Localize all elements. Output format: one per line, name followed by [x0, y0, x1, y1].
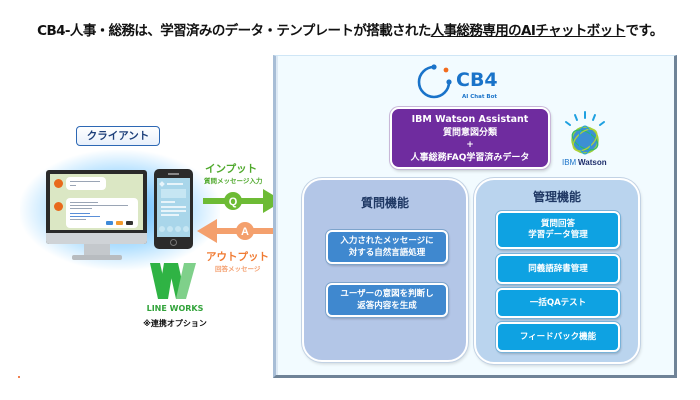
- question-feature-nlp: 入力されたメッセージに 対する自然言語処理: [326, 230, 448, 264]
- management-features-title: 管理機能: [532, 190, 581, 204]
- output-arrow-icon: A: [197, 219, 283, 243]
- question-features-panel: 質問機能: [302, 178, 468, 362]
- management-feature-bulk-qa-test: 一括QAテスト: [496, 288, 620, 318]
- headline-emphasis: 人事総務専用のAIチャットボット: [430, 23, 626, 39]
- watson-assistant-box: IBM Watson Assistant 質問意図分類 + 人事総務FAQ学習済…: [390, 107, 550, 169]
- bot-avatar-icon: [54, 179, 63, 188]
- ibm-watson-logo-icon: IBM Watson: [562, 111, 607, 167]
- management-feature-qa-data: 質問回答 学習データ管理: [496, 211, 620, 249]
- monitor-base: [72, 255, 122, 260]
- watson-box-line: 質問意図分類: [442, 127, 497, 138]
- headline-suffix: です。: [625, 23, 663, 39]
- output-sublabel: 回答メッセージ: [215, 265, 261, 273]
- line-works-name: LINE WORKS: [146, 304, 204, 313]
- input-arrow-icon: Q: [203, 189, 283, 213]
- line-works-note: ※連携オプション: [143, 319, 207, 328]
- input-sublabel: 質問メッセージ入力: [204, 177, 263, 185]
- input-badge: Q: [229, 196, 238, 208]
- client-label: クライアント: [76, 126, 160, 146]
- watson-logo-ibm: IBM: [562, 158, 577, 167]
- watson-box-plus: +: [466, 140, 474, 150]
- chat-screen: [50, 174, 143, 230]
- management-feature-feedback: フィードバック機能: [496, 322, 620, 352]
- flow-arrows: Q A: [197, 189, 283, 243]
- smartphone-icon: [154, 169, 193, 249]
- desktop-monitor-icon: [46, 170, 147, 244]
- question-feature-intent: ユーザーの意図を判断し 返答内容を生成: [326, 283, 448, 317]
- management-feature-synonyms: 同義語辞書管理: [496, 254, 620, 284]
- decorative-dot: [18, 376, 20, 378]
- cb4-logo-text: CB4: [456, 69, 498, 91]
- line-works-logo-icon: [150, 263, 196, 299]
- input-label: インプット: [205, 163, 258, 175]
- watson-box-title: IBM Watson Assistant: [411, 114, 529, 125]
- output-label: アウトプット: [206, 251, 269, 263]
- headline-prefix: CB4-人事・総務は、学習済みのデータ・テンプレートが搭載された: [37, 23, 431, 39]
- question-features-title: 質問機能: [360, 196, 409, 210]
- chat-bubble: [66, 177, 106, 190]
- chat-bubble: [66, 198, 138, 228]
- watson-box-line: 人事総務FAQ学習済みデータ: [410, 152, 530, 163]
- headline: CB4-人事・総務は、学習済みのデータ・テンプレートが搭載された人事総務専用のA…: [0, 19, 700, 39]
- bot-avatar-icon: [54, 202, 63, 211]
- watson-logo-name: Watson: [578, 158, 607, 167]
- cb4-logo-icon: CB4 AI Chat Bot: [417, 64, 498, 100]
- cb4-tagline: AI Chat Bot: [462, 94, 497, 100]
- monitor-stand: [84, 244, 110, 256]
- output-badge: A: [241, 226, 249, 238]
